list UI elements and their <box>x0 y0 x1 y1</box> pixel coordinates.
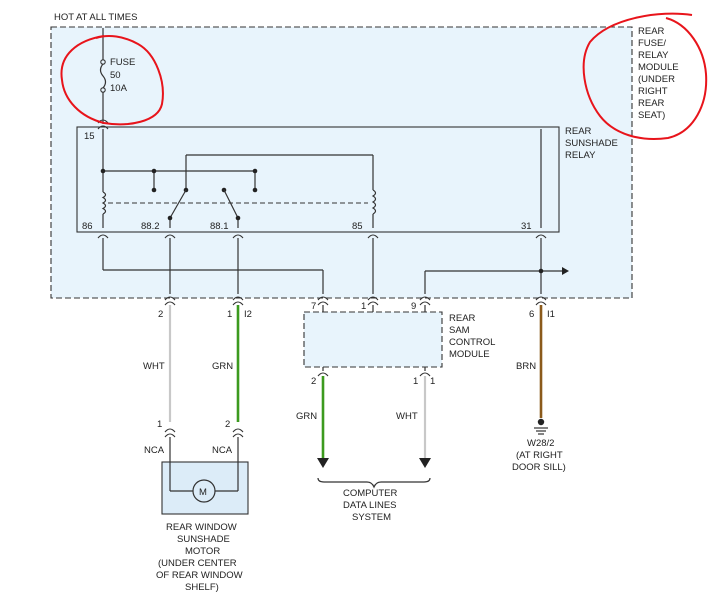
ground-label-2: DOOR SILL) <box>512 462 566 473</box>
wire-label-wht-data: WHT <box>396 411 418 422</box>
relay-pin-88-2: 88.2 <box>141 221 160 232</box>
fuse-icon <box>99 28 107 124</box>
fuse-relay-module-label-6: REAR <box>638 98 665 109</box>
relay-pin-88-1: 88.1 <box>210 221 229 232</box>
relay-label-2: RELAY <box>565 150 596 161</box>
relay-label-0: REAR <box>565 126 592 137</box>
relay-switch-icon <box>100 168 258 221</box>
motor-label-3: (UNDER CENTER <box>158 558 237 569</box>
data-lines-label-2: SYSTEM <box>352 512 391 523</box>
relay-internal-wiring <box>102 129 542 228</box>
data-lines-label-1: DATA LINES <box>343 500 397 511</box>
wire-label-grn: GRN <box>212 361 233 372</box>
relay-coil-icon <box>101 189 377 215</box>
module-pin-1b: 1 <box>361 301 366 312</box>
fuse-relay-module-label-3: MODULE <box>638 62 679 73</box>
motor-nca-left: NCA <box>144 445 165 456</box>
motor-label-5: SHELF) <box>185 582 219 593</box>
motor-label-1: SUNSHADE <box>177 534 230 545</box>
relay-pin-31: 31 <box>521 221 532 232</box>
relay-pin-85: 85 <box>352 221 363 232</box>
motor-symbol: M <box>199 487 207 498</box>
sam-pin-2: 2 <box>311 376 316 387</box>
sam-label-0: REAR <box>449 313 476 324</box>
fuse-relay-module-label-1: FUSE/ <box>638 38 666 49</box>
wire-label-grn-data: GRN <box>296 411 317 422</box>
sam-module-box <box>303 311 443 368</box>
ground-label-1: (AT RIGHT <box>516 450 563 461</box>
motor-label-4: OF REAR WINDOW <box>156 570 243 581</box>
fuse-relay-module-box <box>50 26 633 299</box>
sunshade-relay-box <box>76 126 560 233</box>
module-pin-6: 6 <box>529 309 534 320</box>
module-internal-wiring <box>102 238 562 294</box>
module-pin-7: 7 <box>311 301 316 312</box>
fuse-rating: 10A <box>110 83 128 94</box>
sam-label-3: MODULE <box>449 349 490 360</box>
fuse-label: FUSE <box>110 57 135 68</box>
sam-pin-1a: 1 <box>413 376 418 387</box>
wire-label-brn: BRN <box>516 361 536 372</box>
arrow-icon <box>562 267 569 275</box>
wire-label-wht: WHT <box>143 361 165 372</box>
data-arrow-right <box>419 458 431 468</box>
relay-pin-15: 15 <box>84 131 95 142</box>
data-lines-label-0: COMPUTER <box>343 488 398 499</box>
fuse-relay-module-label-2: RELAY <box>638 50 669 61</box>
module-pin-1: 1 <box>227 309 232 320</box>
ground-icon <box>534 418 548 435</box>
fuse-relay-module-label-5: RIGHT <box>638 86 668 97</box>
fuse-relay-module-label-7: SEAT) <box>638 110 665 121</box>
fuse-number: 50 <box>110 70 121 81</box>
annotation-circle-module <box>582 12 708 140</box>
motor-box <box>161 461 249 515</box>
sam-pin-1b: 1 <box>430 376 435 387</box>
module-pin-2: 2 <box>158 309 163 320</box>
header-hot-at-all-times: HOT AT ALL TIMES <box>54 12 137 23</box>
module-pin-i1: I1 <box>547 309 555 320</box>
ground-label-0: W28/2 <box>527 438 554 449</box>
sam-label-2: CONTROL <box>449 337 495 348</box>
motor-nca-right: NCA <box>212 445 233 456</box>
fuse-relay-module-label-4: (UNDER <box>638 74 675 85</box>
motor-pin-2: 2 <box>225 419 230 430</box>
module-pin-i2: I2 <box>244 309 252 320</box>
relay-label-1: SUNSHADE <box>565 138 618 149</box>
motor-icon <box>169 437 239 503</box>
motor-pin-1: 1 <box>157 419 162 430</box>
fuse-relay-module-label-0: REAR <box>638 26 665 37</box>
data-arrow-left <box>317 458 329 468</box>
motor-label-0: REAR WINDOW <box>166 522 237 533</box>
motor-label-2: MOTOR <box>185 546 220 557</box>
relay-pin-86: 86 <box>82 221 93 232</box>
annotation-circle-fuse <box>60 35 164 126</box>
sam-label-1: SAM <box>449 325 470 336</box>
module-pin-9: 9 <box>411 301 416 312</box>
